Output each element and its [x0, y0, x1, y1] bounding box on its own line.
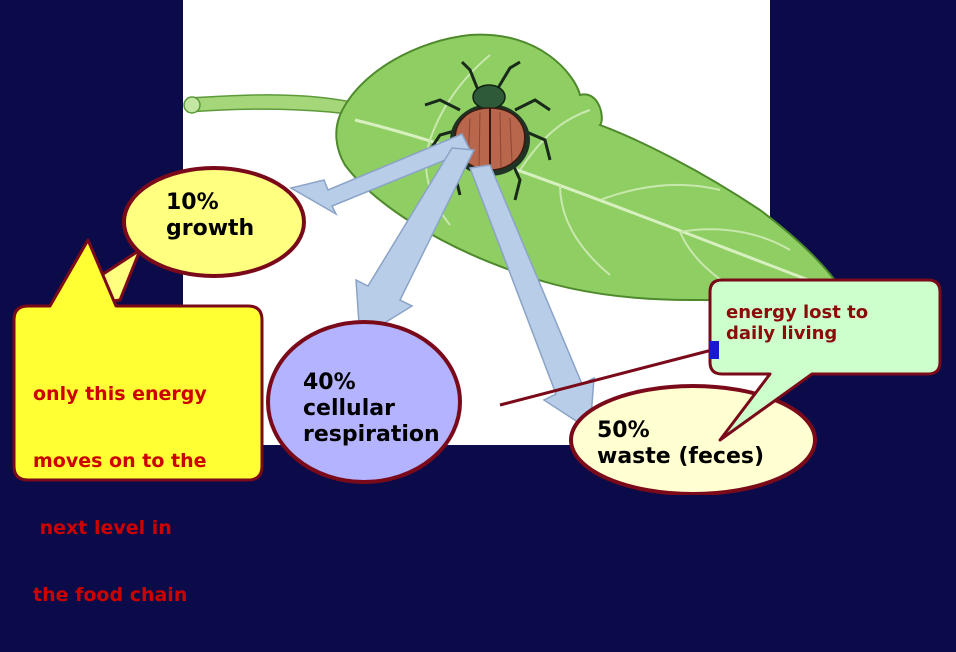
waste-label: 50% waste (feces)	[597, 418, 764, 470]
selection-handle	[709, 341, 719, 359]
energy-lost-label: energy lost to daily living	[726, 302, 868, 344]
respiration-label: 40% cellular respiration	[303, 370, 440, 448]
leaf-stem-tip	[184, 97, 200, 113]
slide: 10% growth 40% cellular respiration 50% …	[0, 0, 956, 495]
beetle-head	[473, 85, 505, 109]
growth-label: 10% growth	[166, 190, 254, 242]
